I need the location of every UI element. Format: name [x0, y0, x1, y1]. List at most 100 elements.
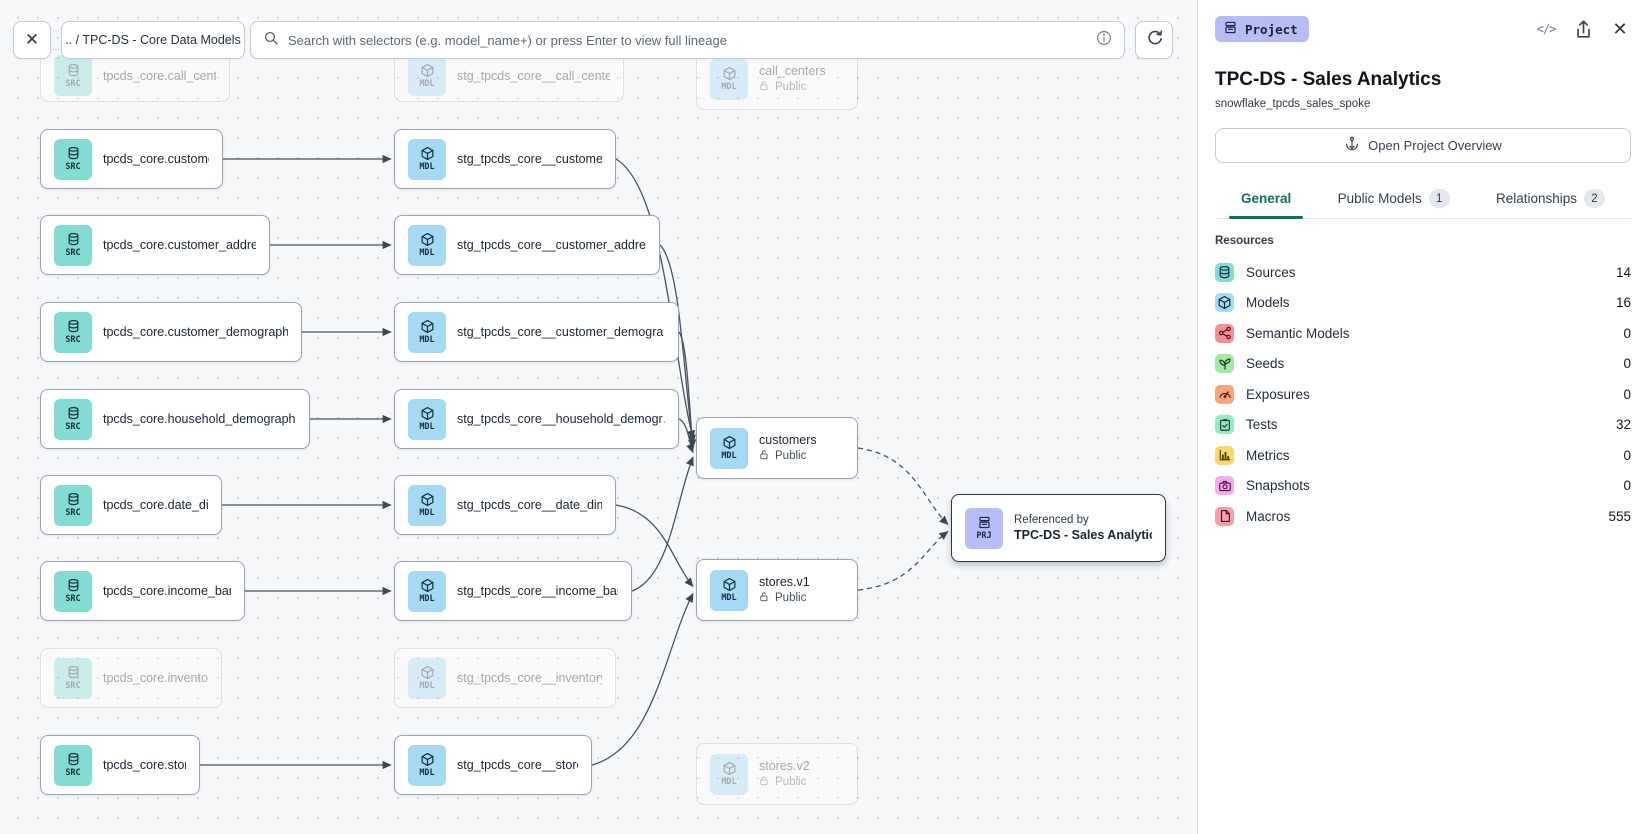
tab-label: General — [1241, 191, 1292, 206]
search-bar[interactable] — [250, 21, 1125, 59]
node-label: stg_tpcds_core__customer_address — [457, 238, 646, 252]
node-access-label: Public — [775, 81, 807, 93]
lineage-node-src-store[interactable]: SRC tpcds_core.store — [40, 735, 200, 795]
lineage-edge — [591, 592, 694, 766]
node-pretitle: Referenced by — [1014, 514, 1089, 526]
node-label: tpcds_core.customer_address — [103, 238, 256, 252]
cube-icon: MDL — [408, 570, 446, 612]
node-label: stores.v2 — [759, 758, 810, 773]
node-label: tpcds_core.store — [103, 758, 186, 772]
project-type-badge-label: Project — [1245, 21, 1298, 37]
resource-label: Models — [1246, 295, 1290, 311]
resource-label: Semantic Models — [1246, 325, 1350, 341]
seedling-icon — [1215, 354, 1234, 374]
resource-count: 0 — [1623, 478, 1631, 494]
project-type-badge: Project — [1215, 16, 1309, 42]
node-label: customers — [759, 432, 817, 447]
refresh-button[interactable] — [1135, 21, 1173, 59]
cube-icon: MDL — [408, 55, 446, 96]
camera-icon — [1215, 476, 1234, 496]
database-icon: SRC — [54, 398, 92, 440]
lineage-edge — [615, 158, 696, 440]
open-project-overview-label: Open Project Overview — [1368, 138, 1502, 153]
lineage-node-mdl-customer-address[interactable]: MDL stg_tpcds_core__customer_address — [394, 215, 660, 275]
cube-icon: MDL — [408, 657, 446, 699]
tab-general[interactable]: General — [1229, 183, 1304, 219]
node-label: stg_tpcds_core__customer — [457, 152, 602, 166]
cube-icon: MDL — [408, 398, 446, 440]
project-icon — [1223, 20, 1238, 38]
lineage-compass-icon[interactable] — [1498, 18, 1520, 40]
node-label: tpcds_core.customer — [103, 152, 209, 166]
lineage-node-src-customer[interactable]: SRC tpcds_core.customer — [40, 129, 223, 189]
share-icon[interactable] — [1572, 18, 1594, 40]
resource-count: 14 — [1615, 264, 1631, 280]
lineage-edge — [857, 447, 949, 525]
close-panel-icon[interactable]: ✕ — [1612, 18, 1628, 39]
database-icon: SRC — [54, 55, 92, 96]
cube-icon: MDL — [408, 224, 446, 266]
resource-label: Seeds — [1246, 356, 1285, 372]
node-label: tpcds_core.call_center — [103, 68, 216, 83]
page-subtitle: snowflake_tpcds_sales_spoke — [1215, 98, 1371, 110]
cube-icon: MDL — [710, 753, 748, 795]
overview-anchor-icon — [1344, 136, 1360, 155]
cube-icon: MDL — [408, 744, 446, 786]
network-icon — [1215, 323, 1234, 343]
clipboard-check-icon — [1215, 415, 1234, 435]
details-panel: Project </> ✕ TPC-DS - Sales Analytics s… — [1197, 0, 1648, 834]
database-icon: SRC — [54, 138, 92, 180]
node-label: stg_tpcds_core__date_dim — [457, 498, 602, 512]
node-label: stg_tpcds_core__inventory — [457, 671, 602, 685]
database-icon: SRC — [54, 570, 92, 612]
close-lineage-button[interactable]: ✕ — [13, 21, 51, 59]
resource-label: Snapshots — [1246, 478, 1310, 494]
unlock-icon — [759, 80, 770, 95]
open-project-overview-button[interactable]: Open Project Overview — [1215, 128, 1631, 163]
node-label: TPC-DS - Sales Analytics — [1014, 528, 1152, 542]
lineage-edge — [659, 244, 696, 445]
search-input[interactable] — [288, 32, 1087, 48]
breadcrumb-label: .. / TPC-DS - Core Data Models — [65, 33, 241, 47]
info-icon[interactable] — [1096, 30, 1112, 51]
code-icon[interactable]: </> — [1536, 22, 1557, 36]
database-icon — [1215, 262, 1234, 282]
resource-row-snapshots[interactable]: Snapshots 0 — [1215, 471, 1631, 502]
bar-chart-icon — [1215, 445, 1234, 465]
resource-label: Exposures — [1246, 386, 1310, 402]
file-icon — [1215, 506, 1234, 526]
lineage-node-mdl-inventory[interactable]: MDL stg_tpcds_core__inventory — [394, 648, 616, 708]
breadcrumb[interactable]: .. / TPC-DS - Core Data Models — [61, 21, 245, 59]
resource-label: Macros — [1246, 508, 1291, 524]
database-icon: SRC — [54, 744, 92, 786]
